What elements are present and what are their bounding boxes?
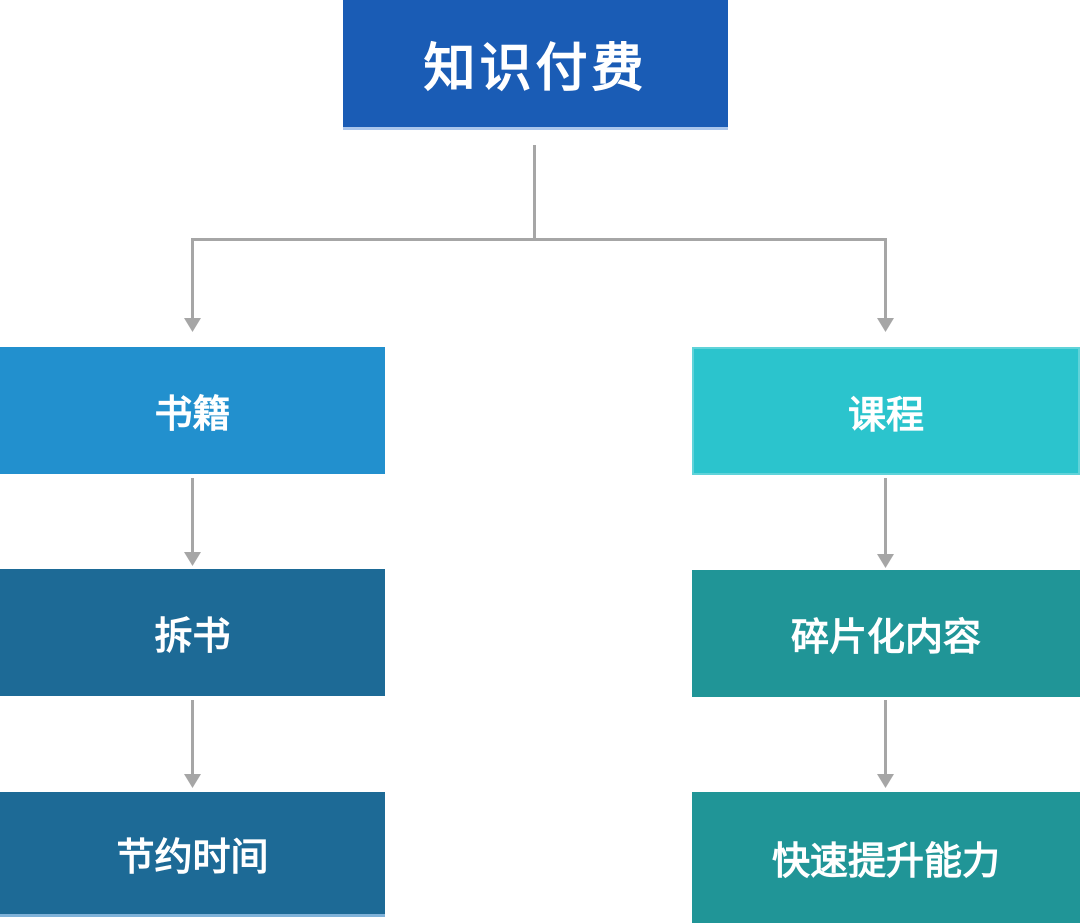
trunk-connector-line — [533, 145, 536, 239]
arrowhead-books-to-unbundling — [184, 552, 201, 566]
node-rapid-ability-improvement: 快速提升能力 — [692, 792, 1080, 923]
arrowhead-to-courses — [877, 318, 894, 332]
branch-horizontal-line — [191, 238, 887, 241]
arrow-line-unbundling-to-save-time — [191, 700, 194, 776]
arrow-line-books-to-unbundling — [191, 478, 194, 554]
node-books-label: 书籍 — [154, 394, 231, 436]
arrow-line-fragmented-to-improve — [884, 700, 887, 776]
node-fragmented-content: 碎片化内容 — [692, 570, 1080, 697]
node-save-time-label: 节约时间 — [116, 836, 269, 879]
arrowhead-courses-to-fragmented — [877, 554, 894, 568]
arrowhead-to-books — [184, 318, 201, 332]
node-knowledge-payment-label: 知识付费 — [423, 40, 648, 98]
node-courses: 课程 — [692, 347, 1080, 475]
node-rapid-ability-improvement-label: 快速提升能力 — [771, 841, 1000, 883]
arrowhead-unbundling-to-save-time — [184, 774, 201, 788]
node-book-unbundling: 拆书 — [0, 569, 385, 696]
node-courses-label: 课程 — [847, 394, 924, 437]
arrowhead-fragmented-to-improve — [877, 774, 894, 788]
node-fragmented-content-label: 碎片化内容 — [790, 617, 981, 659]
node-save-time: 节约时间 — [0, 792, 385, 914]
node-book-unbundling-label: 拆书 — [154, 616, 231, 658]
branch-drop-line-right — [884, 238, 887, 320]
arrow-line-courses-to-fragmented — [884, 478, 887, 556]
node-books: 书籍 — [0, 347, 385, 474]
node-knowledge-payment: 知识付费 — [343, 0, 728, 127]
branch-drop-line-left — [191, 238, 194, 320]
